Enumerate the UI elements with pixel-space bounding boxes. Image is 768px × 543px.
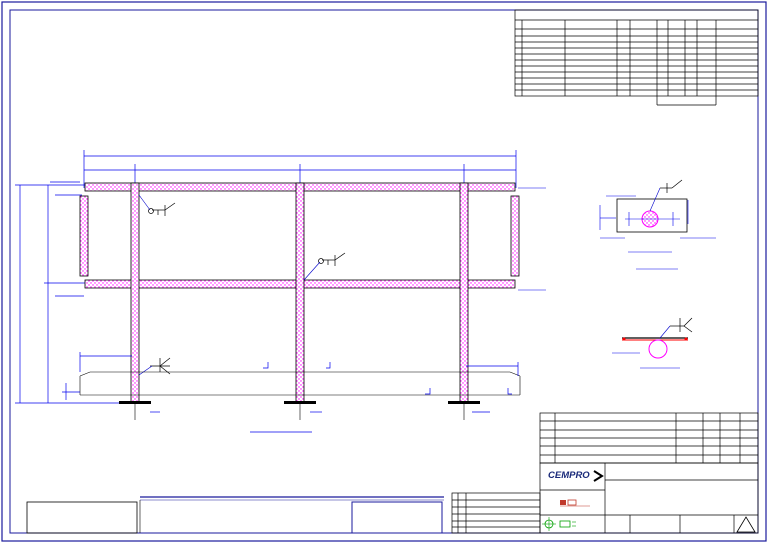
bottom-left-title-boxes	[26, 496, 444, 534]
post-middle	[295, 182, 305, 404]
weld-symbols	[148, 202, 346, 375]
projection-symbol	[542, 517, 576, 531]
ground-line	[79, 371, 521, 396]
overall-width-dimension	[83, 150, 517, 188]
title-block-left-table	[451, 492, 541, 534]
post-left	[130, 182, 140, 404]
detail-tube-plate	[612, 317, 693, 369]
left-end-post	[79, 195, 89, 277]
base-plate-right	[448, 401, 480, 404]
tube-detail	[648, 339, 668, 359]
section-markers	[62, 352, 519, 433]
base-plate-middle	[284, 401, 316, 404]
end-cap-leaders	[518, 187, 546, 291]
revision-triangle-icon	[736, 516, 756, 533]
height-dimension	[15, 181, 132, 404]
detail-base-plate	[599, 179, 716, 270]
company-logo: CEMPRO	[548, 470, 604, 482]
weld-leaders	[138, 194, 321, 376]
revision-table	[514, 9, 759, 106]
title-block	[539, 412, 759, 534]
logo-text: CEMPRO	[548, 470, 590, 481]
base-plate-left	[119, 401, 151, 404]
railing-frame	[79, 182, 520, 420]
secondary-logo	[560, 499, 590, 507]
right-end-post	[510, 195, 520, 277]
post-right	[459, 182, 469, 404]
